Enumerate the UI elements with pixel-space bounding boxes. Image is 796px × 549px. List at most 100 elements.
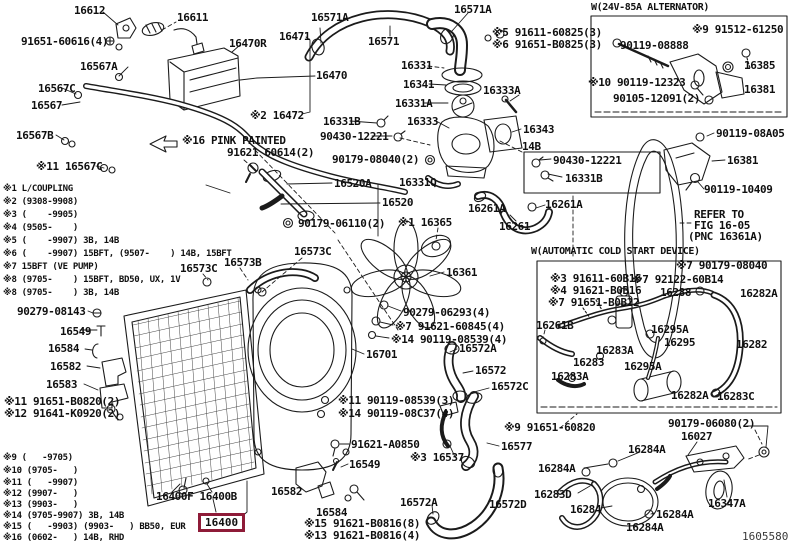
part-callout[interactable]: 16261A bbox=[545, 198, 583, 211]
part-callout[interactable]: 16295 bbox=[664, 336, 696, 349]
part-callout[interactable]: ※9 91651-60820 bbox=[504, 421, 596, 434]
part-callout[interactable]: 90119-08888 bbox=[620, 39, 689, 52]
part-callout[interactable]: 16288 bbox=[660, 286, 692, 299]
part-callout[interactable]: 16283A bbox=[596, 344, 634, 357]
part-callout[interactable]: 16582 bbox=[271, 485, 303, 498]
part-callout[interactable]: 16295A bbox=[624, 360, 662, 373]
part-callout[interactable]: 16571A bbox=[454, 3, 492, 16]
part-callout[interactable]: 16572A bbox=[459, 342, 497, 355]
part-callout[interactable]: ※3 91611-60B16 bbox=[550, 272, 642, 285]
part-callout[interactable]: ※14 90119-08539(4) bbox=[391, 333, 508, 346]
part-callout[interactable]: ※11 91651-B0820(2) bbox=[4, 395, 121, 408]
part-callout[interactable]: ※7 92122-60B14 bbox=[632, 273, 724, 286]
part-callout[interactable]: 16571A bbox=[311, 11, 349, 24]
part-callout[interactable]: ※11 90119-08539(3) bbox=[338, 394, 455, 407]
part-callout[interactable]: 16333 bbox=[407, 115, 439, 128]
part-callout[interactable]: ※7 90179-08040 bbox=[676, 259, 768, 272]
part-callout[interactable]: (PNC 16361A) bbox=[688, 230, 763, 243]
part-callout[interactable]: 16261 bbox=[499, 220, 531, 233]
part-callout[interactable]: ※5 91611-60825(3) bbox=[492, 26, 602, 39]
part-callout[interactable]: 16284A bbox=[628, 443, 666, 456]
part-callout[interactable]: 16027 bbox=[681, 430, 713, 443]
part-callout[interactable]: 16283A bbox=[551, 370, 589, 383]
part-callout[interactable]: ※9 91512-61250 bbox=[692, 23, 784, 36]
part-callout[interactable]: 16573C bbox=[180, 262, 218, 275]
part-callout[interactable]: 16284A bbox=[538, 462, 576, 475]
part-callout[interactable]: 16261B bbox=[536, 319, 574, 332]
part-callout[interactable]: FIG 16-05 bbox=[694, 219, 751, 232]
part-callout[interactable]: 16284A bbox=[626, 521, 664, 534]
part-callout[interactable]: ※12 91641-K0920(2) bbox=[4, 407, 121, 420]
part-callout[interactable]: ※6 91651-B0825(3) bbox=[492, 38, 602, 51]
part-callout[interactable]: 16381 bbox=[744, 83, 776, 96]
part-callout[interactable]: ※11 16567C bbox=[36, 160, 103, 173]
part-callout[interactable]: 16341 bbox=[403, 78, 435, 91]
part-callout[interactable]: 16261A bbox=[468, 202, 506, 215]
part-callout[interactable]: 16400F 16400B bbox=[156, 490, 237, 503]
part-callout[interactable]: 91651-60616(4) bbox=[21, 35, 109, 48]
part-callout[interactable]: ※2 16472 bbox=[250, 109, 304, 122]
part-callout[interactable]: 16567A bbox=[80, 60, 118, 73]
part-callout[interactable]: 16584 bbox=[316, 506, 348, 519]
part-callout[interactable]: 91621 60614(2) bbox=[227, 146, 315, 159]
part-callout[interactable]: 16343 bbox=[523, 123, 555, 136]
part-callout[interactable]: 16583 bbox=[46, 378, 78, 391]
part-callout[interactable]: 16471 bbox=[279, 30, 311, 43]
part-callout[interactable]: 16584 bbox=[48, 342, 80, 355]
part-callout[interactable]: 90179-06110(2) bbox=[298, 217, 386, 230]
part-callout[interactable]: ※7 91651-B0B22 bbox=[548, 296, 640, 309]
part-callout[interactable]: ※3 16537 bbox=[410, 451, 464, 464]
part-callout[interactable]: 16567C bbox=[38, 82, 76, 95]
part-callout[interactable]: 16470R bbox=[229, 37, 267, 50]
part-callout[interactable]: 16572D bbox=[489, 498, 527, 511]
part-callout[interactable]: 16520 bbox=[382, 196, 414, 209]
part-callout[interactable]: 16582 bbox=[50, 360, 82, 373]
part-callout[interactable]: 16331B bbox=[323, 115, 361, 128]
part-callout[interactable]: 90279-08143 bbox=[17, 305, 86, 318]
part-callout[interactable]: 16385 bbox=[744, 59, 776, 72]
part-callout[interactable]: 16567B bbox=[16, 129, 54, 142]
part-callout[interactable]: 16283D bbox=[534, 488, 572, 501]
part-callout[interactable]: 16549 bbox=[349, 458, 381, 471]
part-callout[interactable]: 16331B bbox=[565, 172, 603, 185]
part-callout[interactable]: 16333A bbox=[483, 84, 521, 97]
part-callout[interactable]: ※4 91621-B0B16 bbox=[550, 284, 642, 297]
part-callout[interactable]: 90119-08A05 bbox=[716, 127, 785, 140]
part-callout[interactable]: 16571 bbox=[368, 35, 400, 48]
part-callout[interactable]: 90179-08040(2) bbox=[332, 153, 420, 166]
part-callout[interactable]: 16612 bbox=[74, 4, 106, 17]
part-callout[interactable]: 16282A bbox=[740, 287, 778, 300]
part-callout[interactable]: ※13 91621-B0816(4) bbox=[304, 529, 421, 542]
part-callout[interactable]: 16284 bbox=[570, 503, 602, 516]
part-callout[interactable]: 16282 bbox=[736, 338, 768, 351]
part-callout[interactable]: 16520A bbox=[334, 177, 372, 190]
part-callout[interactable]: 90179-06080(2) bbox=[668, 417, 756, 430]
part-callout[interactable]: 16361 bbox=[446, 266, 478, 279]
part-callout[interactable]: 91621-A0850 bbox=[351, 438, 420, 451]
part-callout[interactable]: ※16 PINK PAINTED bbox=[182, 134, 286, 147]
part-callout[interactable]: 14B bbox=[522, 140, 541, 153]
part-callout[interactable]: 16331Q bbox=[399, 176, 437, 189]
part-callout[interactable]: 16572C bbox=[491, 380, 529, 393]
part-callout[interactable]: 16572 bbox=[475, 364, 507, 377]
part-callout[interactable]: ※7 91621-60845(4) bbox=[395, 320, 505, 333]
part-callout[interactable]: 16573C bbox=[294, 245, 332, 258]
part-callout[interactable]: 16381 bbox=[727, 154, 759, 167]
part-callout[interactable]: 16572A bbox=[400, 496, 438, 509]
part-callout[interactable]: ※10 90119-12323 bbox=[588, 76, 686, 89]
part-callout[interactable]: 16295A bbox=[651, 323, 689, 336]
part-callout[interactable]: ※1 16365 bbox=[398, 216, 452, 229]
part-callout[interactable]: REFER TO bbox=[694, 208, 744, 221]
part-callout[interactable]: 16284A bbox=[656, 508, 694, 521]
selected-part-callout[interactable]: 16400 bbox=[198, 513, 246, 532]
part-callout[interactable]: 16701 bbox=[366, 348, 398, 361]
part-callout[interactable]: ※15 91621-B0816(8) bbox=[304, 517, 421, 530]
part-callout[interactable]: 90430-12221 bbox=[320, 130, 389, 143]
part-callout[interactable]: 16331A bbox=[395, 97, 433, 110]
part-callout[interactable]: 16573B bbox=[224, 256, 262, 269]
part-callout[interactable]: 90279-06293(4) bbox=[403, 306, 491, 319]
part-callout[interactable]: 16347A bbox=[708, 497, 746, 510]
part-callout[interactable]: 16283 bbox=[573, 356, 605, 369]
part-callout[interactable]: 90119-10409 bbox=[704, 183, 773, 196]
part-callout[interactable]: 16577 bbox=[501, 440, 533, 453]
